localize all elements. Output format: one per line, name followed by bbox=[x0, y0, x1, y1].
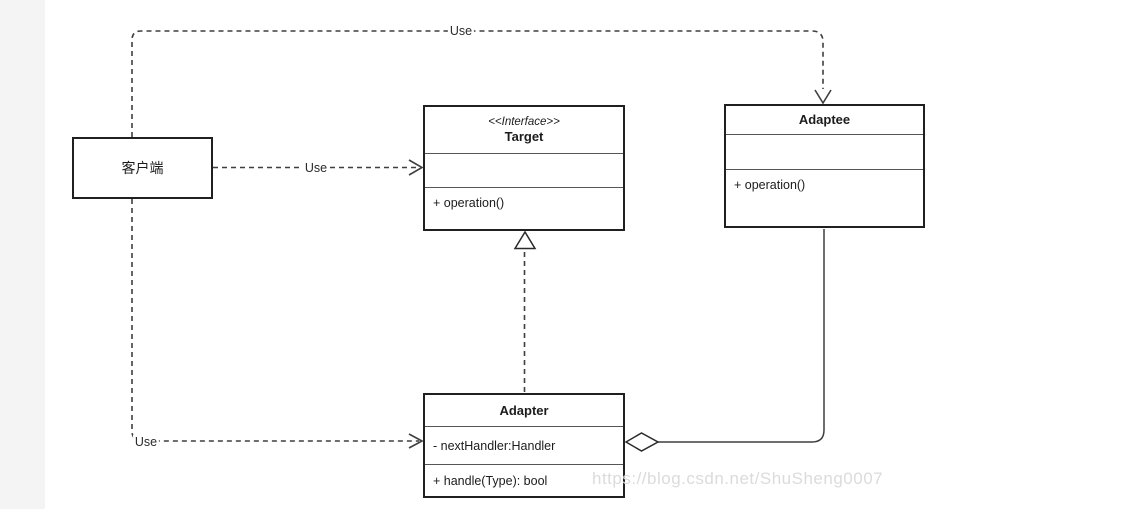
client-target-arrowhead-icon bbox=[408, 159, 424, 176]
adapter-adaptee-aggregation-line bbox=[658, 229, 825, 443]
edge-label-use-bottom: Use bbox=[132, 435, 160, 449]
edge-label-use-top: Use bbox=[447, 24, 475, 38]
target-methods-compartment: + operation() bbox=[425, 188, 623, 229]
client-adapter-arrowhead-icon bbox=[408, 433, 424, 449]
target-attributes-compartment-empty bbox=[425, 154, 623, 188]
adapter-title-compartment: Adapter bbox=[425, 395, 623, 427]
realization-triangle-icon bbox=[513, 230, 537, 250]
edge-label-use-middle: Use bbox=[302, 161, 330, 175]
client-class-name: 客户端 bbox=[121, 160, 164, 176]
watermark-text: https://blog.csdn.net/ShuSheng0007 bbox=[592, 469, 884, 488]
class-box-adapter: Adapter - nextHandler:Handler + handle(T… bbox=[423, 393, 625, 498]
class-box-adaptee: Adaptee + operation() bbox=[724, 104, 925, 228]
client-adaptee-arrowhead-icon bbox=[814, 89, 832, 105]
target-method-operation: + operation() bbox=[433, 196, 505, 210]
target-class-name: Target bbox=[504, 129, 544, 144]
adapter-attributes-compartment: - nextHandler:Handler bbox=[425, 427, 623, 465]
adapter-methods-compartment: + handle(Type): bool bbox=[425, 465, 623, 496]
client-adaptee-dependency-line bbox=[131, 30, 824, 137]
client-adapter-dependency-line bbox=[131, 199, 419, 442]
adapter-method-handle: + handle(Type): bool bbox=[433, 473, 548, 488]
adapter-attribute-nexthandler: - nextHandler:Handler bbox=[433, 438, 556, 453]
target-stereotype: <<Interface>> bbox=[488, 116, 560, 128]
page-gutter bbox=[0, 0, 45, 509]
adaptee-methods-compartment: + operation() bbox=[726, 170, 923, 226]
adapter-class-name: Adapter bbox=[499, 402, 549, 418]
target-title-compartment: <<Interface>> Target bbox=[425, 107, 623, 154]
class-box-target: <<Interface>> Target + operation() bbox=[423, 105, 625, 231]
aggregation-diamond-icon bbox=[624, 432, 660, 452]
adaptee-method-operation: + operation() bbox=[734, 178, 806, 192]
adaptee-title-compartment: Adaptee bbox=[726, 106, 923, 135]
adaptee-attributes-compartment-empty bbox=[726, 135, 923, 170]
class-box-client: 客户端 bbox=[72, 137, 213, 199]
adaptee-class-name: Adaptee bbox=[798, 112, 851, 127]
